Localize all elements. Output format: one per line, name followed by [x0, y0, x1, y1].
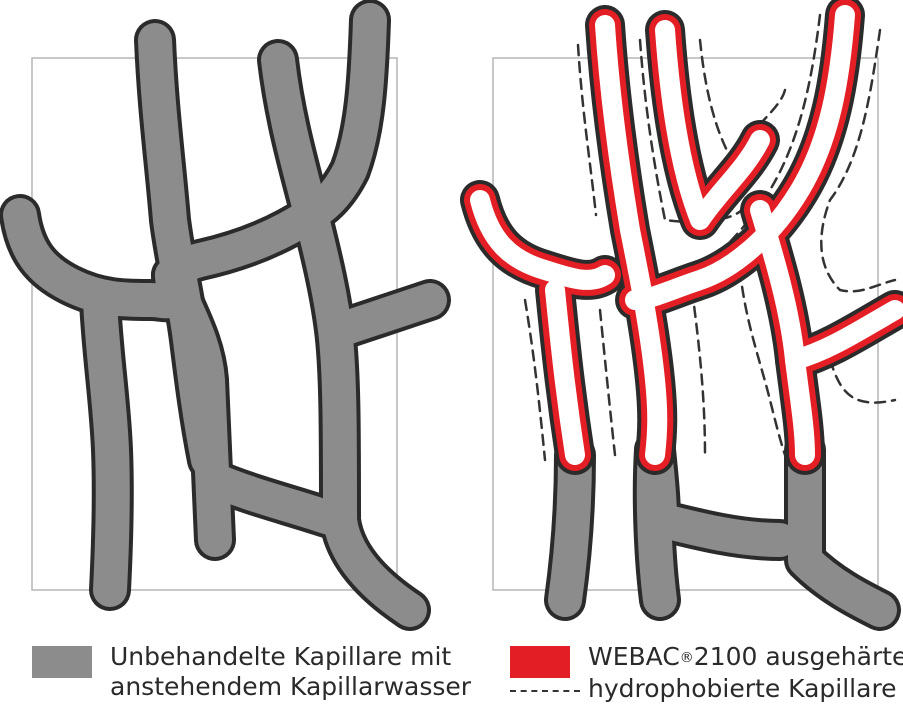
- resin-treated-capillaries: [480, 15, 895, 455]
- legend-hydrophobic: [510, 690, 580, 694]
- legend-untreated-line1: Unbehandelte Kapillare mit: [110, 642, 471, 672]
- webac-brand: WEBAC: [588, 642, 680, 671]
- dashed-line-symbol: [510, 690, 580, 694]
- untreated-lower-capillaries: [565, 450, 880, 610]
- legend-untreated-line2: anstehendem Kapillarwasser: [110, 672, 471, 702]
- legend-resin: [510, 646, 570, 678]
- legend-resin-text: WEBAC®2100 ausgehärtet: [588, 642, 903, 673]
- webac-product: 2100 ausgehärtet: [694, 642, 903, 671]
- legend-untreated: [32, 646, 92, 678]
- untreated-capillary-network: [20, 20, 430, 610]
- right-panel: [462, 15, 895, 610]
- legend-hydrophobic-text: hydrophobierte Kapillare: [588, 674, 897, 704]
- legend-untreated-text: Unbehandelte Kapillare mit anstehendem K…: [110, 642, 471, 702]
- untreated-swatch: [32, 646, 92, 678]
- resin-swatch: [510, 646, 570, 678]
- left-panel: [20, 20, 430, 610]
- registered-mark: ®: [680, 650, 694, 666]
